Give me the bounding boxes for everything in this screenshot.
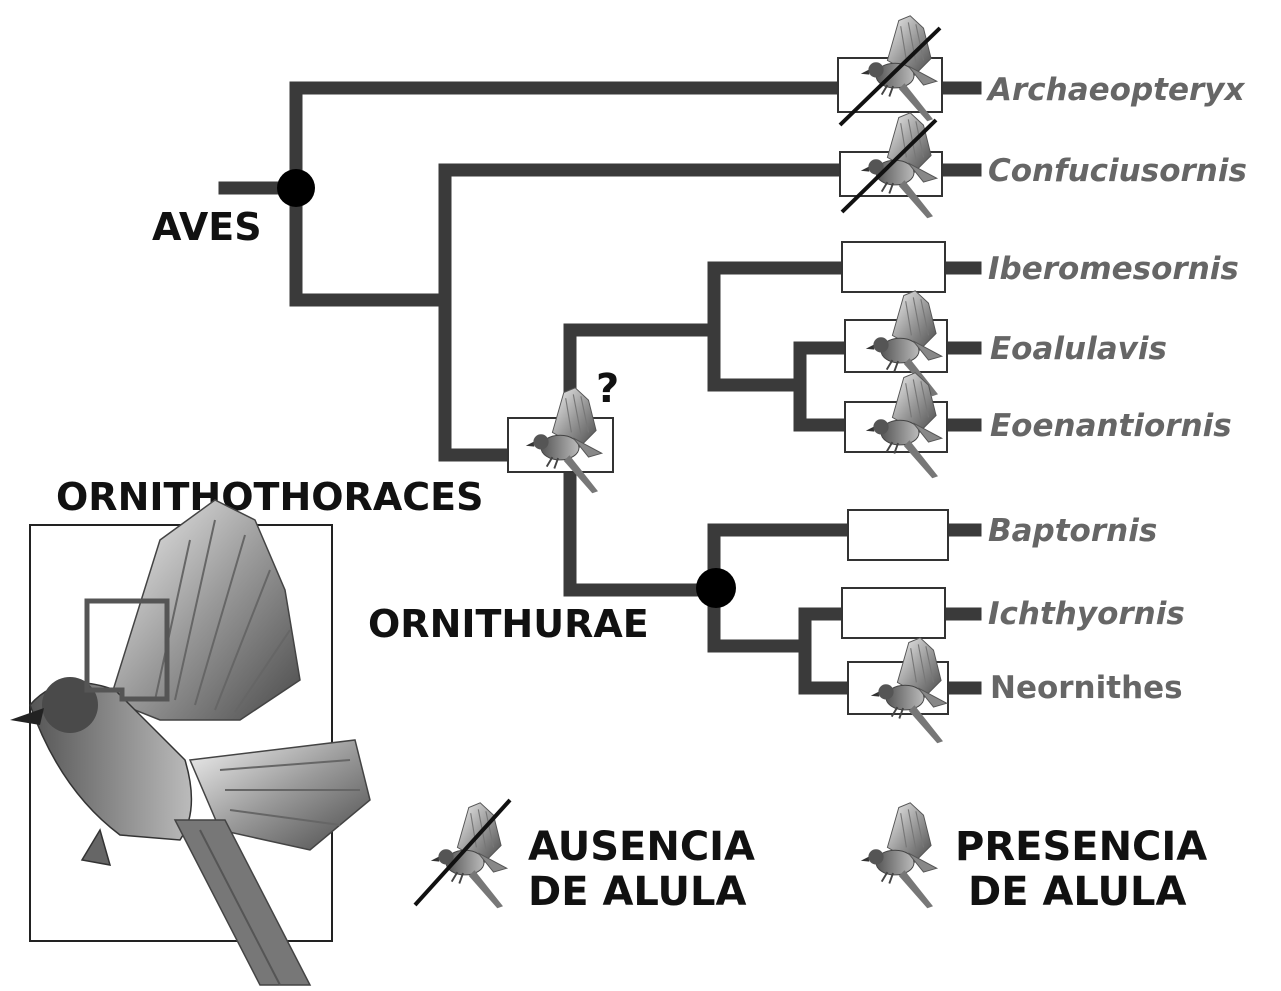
legend-absence-line2: DE ALULA (528, 869, 746, 915)
aves-node (277, 169, 315, 207)
bird-wing-icon (861, 803, 937, 908)
legend: AUSENCIA DE ALULA PRESENCIA DE ALULA (415, 800, 1207, 915)
taxon-neornithes: Neornithes (990, 670, 1183, 706)
branch-aves-vertical (296, 88, 445, 300)
taxon-eoalulavis: Eoalulavis (990, 331, 1167, 367)
branch-enantiornithes-vertical (714, 268, 800, 385)
uncertain-mark: ? (596, 366, 619, 412)
strike-line-icon (415, 800, 510, 905)
branch-pygostylia-vertical (445, 170, 510, 455)
box-iberomesornis (842, 242, 945, 292)
taxon-ichthyornis: Ichthyornis (988, 596, 1185, 632)
taxon-labels: Archaeopteryx Confuciusornis Iberomesorn… (985, 72, 1247, 706)
clade-label-ornithothoraces: ORNITHOTHORACES (56, 475, 483, 519)
legend-presence-line1: PRESENCIA (955, 824, 1207, 870)
legend-presence-line2: DE ALULA (968, 869, 1186, 915)
taxon-archaeopteryx: Archaeopteryx (985, 72, 1245, 108)
clade-label-ornithurae: ORNITHURAE (368, 602, 649, 646)
large-bird-illustration (10, 500, 370, 985)
legend-absence-line1: AUSENCIA (528, 824, 755, 870)
taxon-confuciusornis: Confuciusornis (988, 153, 1247, 189)
taxon-baptornis: Baptornis (988, 513, 1157, 549)
box-ichthyornis (842, 588, 945, 638)
box-baptornis (848, 510, 948, 560)
clade-label-aves: AVES (152, 205, 262, 249)
taxon-eoenantiornis: Eoenantiornis (990, 408, 1232, 444)
ornithurae-node (696, 568, 736, 608)
taxon-iberomesornis: Iberomesornis (988, 251, 1239, 287)
